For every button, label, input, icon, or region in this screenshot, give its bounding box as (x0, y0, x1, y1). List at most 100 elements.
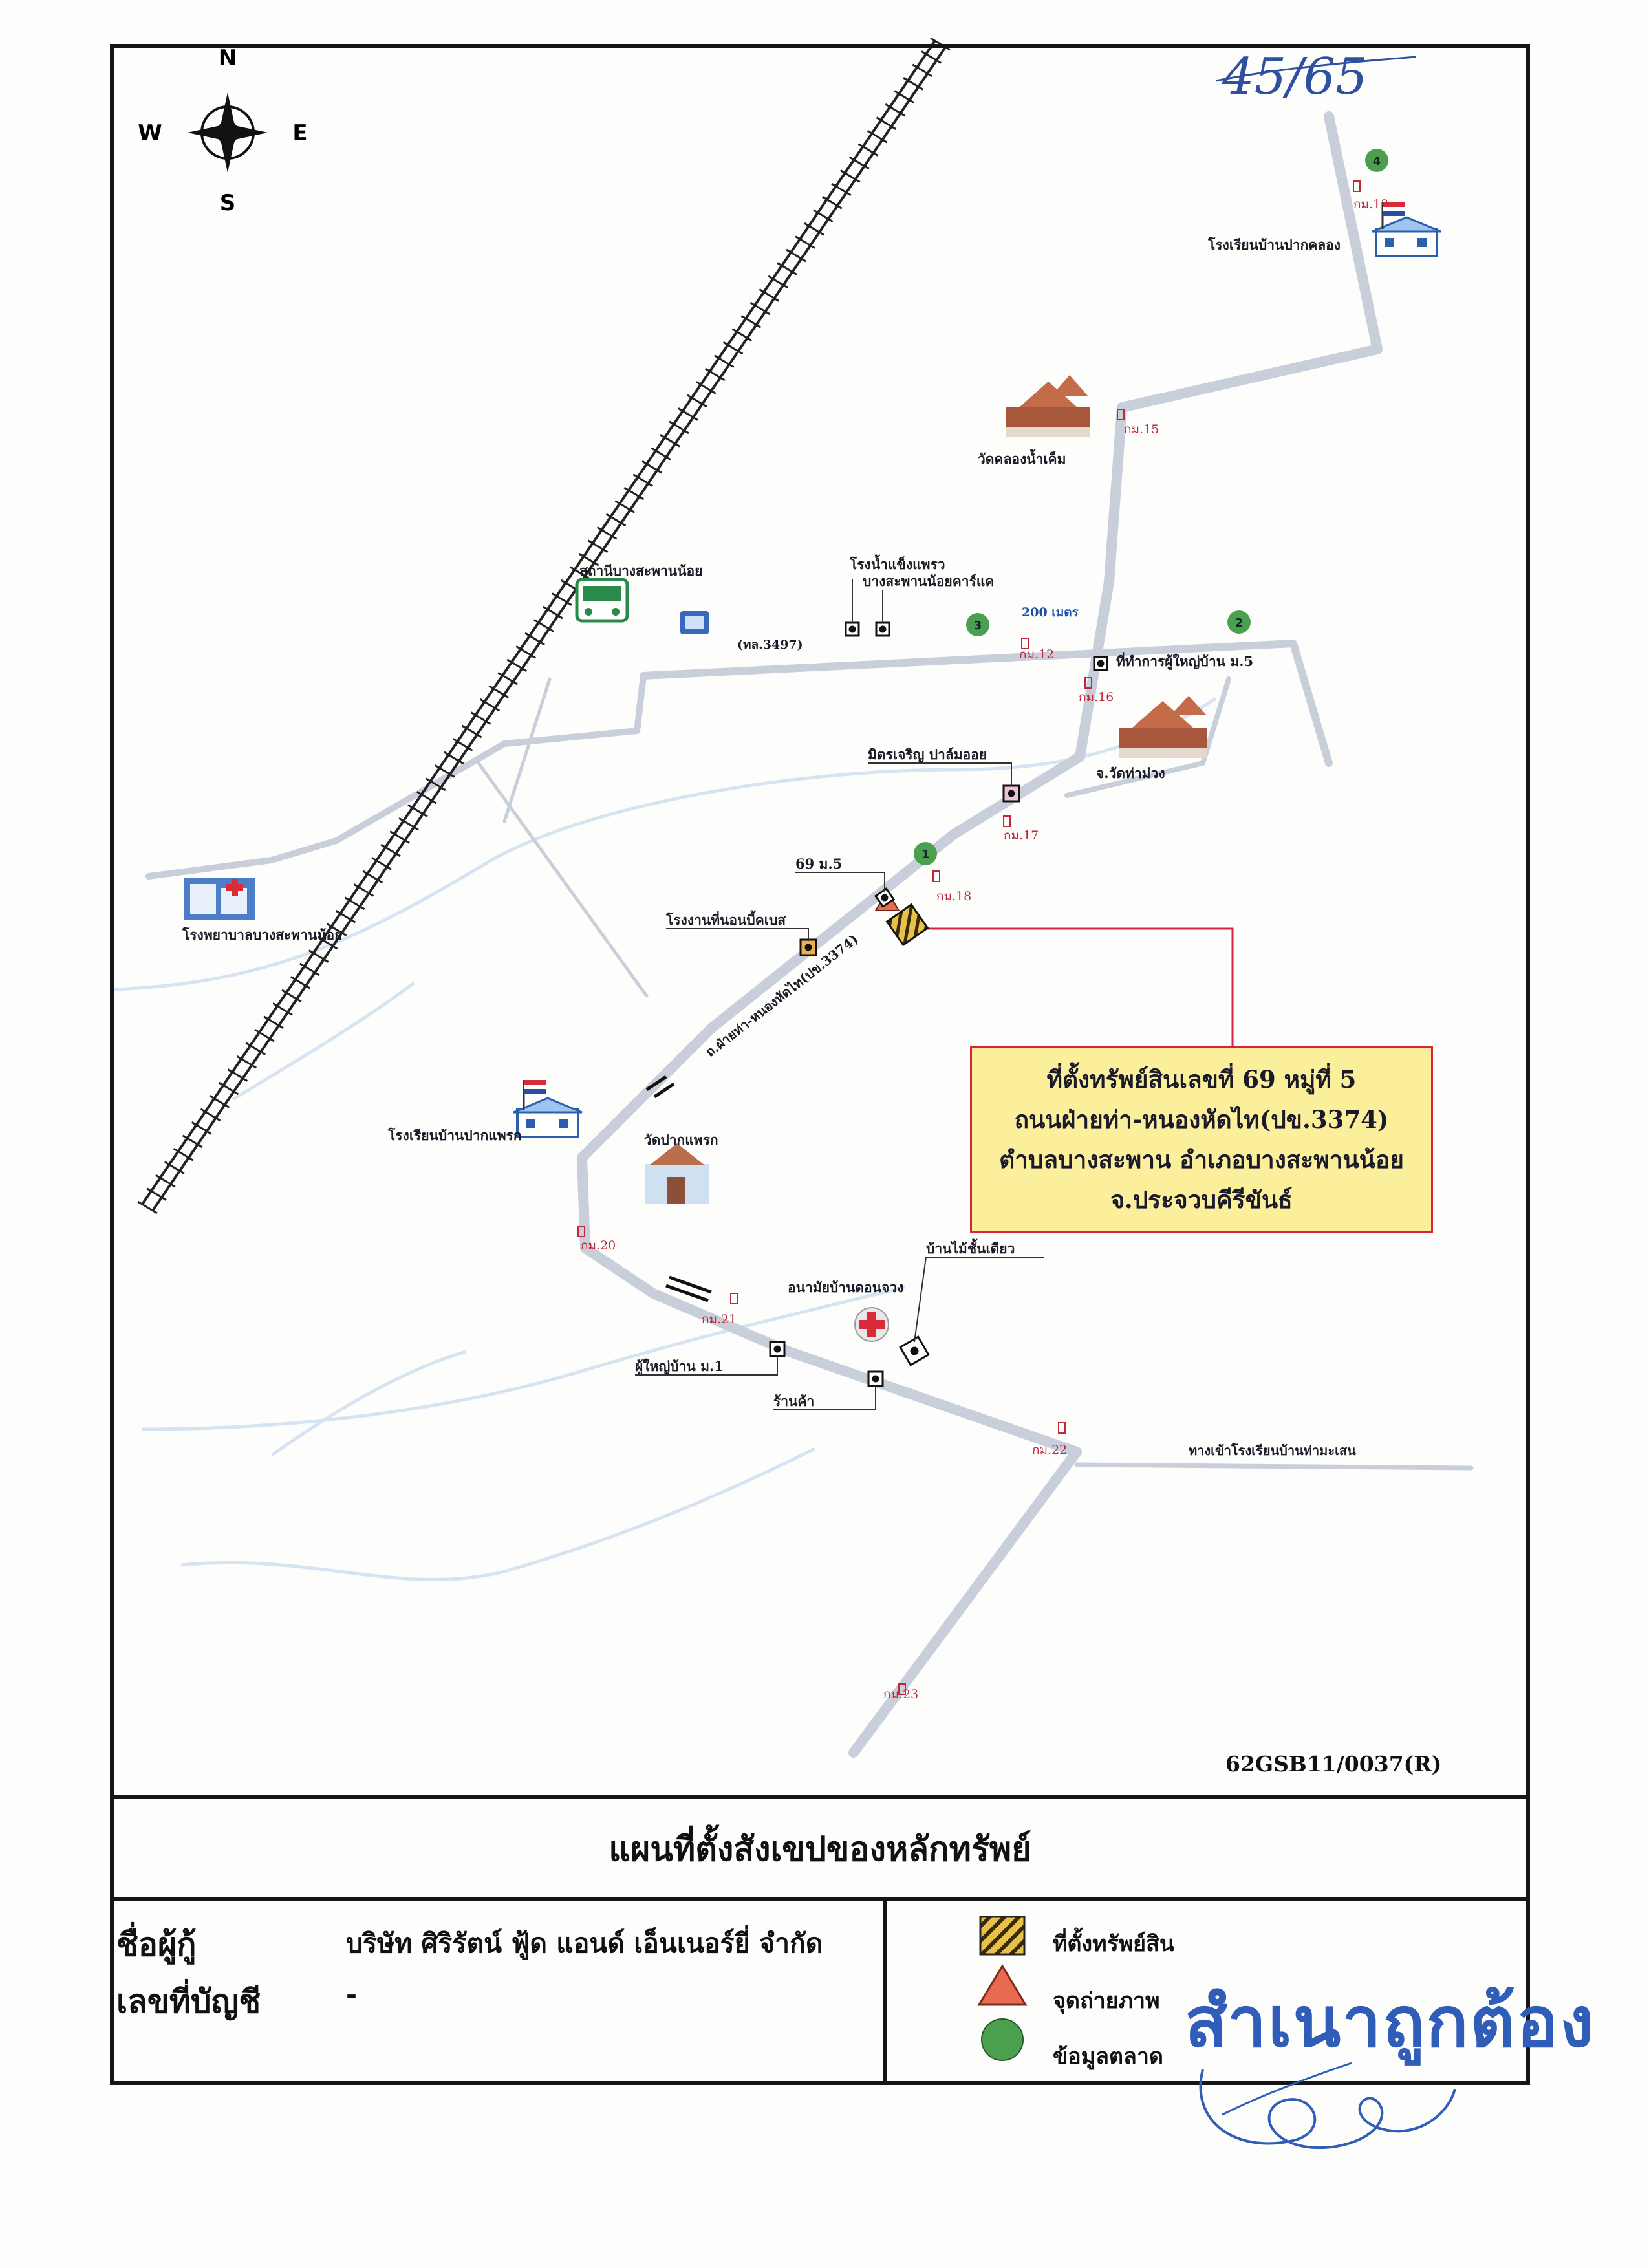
handwritten-reference: 45/65 (1222, 48, 1368, 106)
railway-tie (641, 460, 662, 474)
signature-scribble (1199, 2062, 1456, 2150)
label-mitjaroen: มิตรเจริญ ปาล์มออย (868, 746, 987, 763)
compass-e: E (292, 120, 307, 146)
railway-tie (822, 196, 843, 210)
railway-tie (552, 592, 572, 606)
compass-s: S (220, 190, 236, 216)
road-to-school (1074, 1462, 1474, 1471)
railway-tie (921, 50, 942, 64)
temple-icon (1119, 696, 1207, 758)
railway-tie (434, 764, 455, 778)
railway-tie (777, 262, 797, 275)
callout-line-3: ตำบลบางสะพาน อำเภอบางสะพานน้อย (999, 1145, 1404, 1174)
railway-tie (903, 77, 923, 91)
label-wat-paknamprak: วัดปากแพรก (644, 1132, 718, 1148)
market-marker-4 (1365, 149, 1388, 172)
railway-tie (543, 605, 563, 620)
railway-tie (596, 526, 618, 540)
hospital-icon (184, 878, 255, 920)
legend-market-label: ข้อมูลตลาด (1053, 2044, 1163, 2069)
road-3497-west (146, 673, 647, 880)
railway-tie (209, 1095, 230, 1108)
railway-tie (254, 1028, 275, 1042)
health-center-icon (854, 1307, 889, 1342)
label-school-paknamprak: โรงเรียนบ้านปากแพรก (387, 1127, 522, 1143)
railway-tie (200, 1108, 221, 1122)
label-leaders (635, 579, 1044, 1410)
account-label: เลขที่บัญชี (116, 1982, 261, 2020)
railway-tie (795, 235, 815, 249)
railway-tie (894, 90, 915, 104)
property-callout-box: ที่ตั้งทรัพย์สินเลขที่ 69 หมู่ที่ 5 ถนนฝ… (970, 1046, 1433, 1233)
railway-tie (479, 698, 501, 712)
label-hospital: โรงพยาบาลบางสะพานน้อย (182, 927, 342, 943)
map-frame (110, 44, 1530, 2085)
bridge-marks (645, 1075, 712, 1302)
market-marker-2-label: 2 (1235, 616, 1244, 630)
legend-photo-label: จุดถ่ายภาพ (1053, 1988, 1160, 2014)
railway-tie (912, 63, 932, 78)
km-label-22: กม.22 (1032, 1443, 1067, 1457)
railway-tie (839, 169, 861, 183)
railway-tie (146, 1187, 167, 1201)
road-side-2 (502, 677, 552, 823)
label-factory2: บางสะพานน้อยคาร์แค (863, 573, 994, 589)
railway-tie (263, 1015, 284, 1030)
label-school-paknlong: โรงเรียนบ้านปากคลอง (1207, 237, 1341, 253)
label-factory1: โรงน้ำแข็งแพรว (849, 554, 945, 572)
legend-property-label: ที่ตั้งทรัพย์สิน (1053, 1931, 1175, 1957)
railway-tie (740, 315, 762, 329)
market-marker-2 (1227, 610, 1251, 634)
railway-tie (371, 857, 392, 870)
road-3374 (577, 829, 1082, 1758)
railway-tie (272, 1002, 293, 1016)
railway-tie (353, 883, 374, 897)
railway-tie (506, 658, 527, 673)
borrower-value: บริษัท ศิริรัตน์ ฟู้ด แอนด์ เอ็นเนอร์ยี่… (346, 1928, 823, 1959)
railway-tie (416, 790, 437, 805)
railway-tie (786, 248, 806, 263)
label-village-head: ผู้ใหญ่บ้าน ม.1 (635, 1358, 724, 1376)
market-marker-3 (966, 613, 989, 636)
property-location-marker (885, 903, 929, 947)
railway-tie (759, 288, 780, 302)
compass-rose-icon: N S E W (138, 45, 307, 216)
bank-branch-icon (680, 611, 709, 634)
account-value: - (346, 1979, 358, 2010)
railway-tie (227, 1068, 248, 1082)
landmark-markers (769, 621, 1108, 1387)
label-to-school: ทางเข้าโรงเรียนบ้านท่ามะเสน (1189, 1443, 1356, 1458)
market-marker-1-label: 1 (921, 848, 930, 861)
station-icon (575, 578, 629, 623)
label-wat-branch: จ.วัดท่าม่วง (1096, 765, 1165, 781)
railway-tie (660, 434, 680, 448)
railway-tie (290, 976, 311, 989)
railway-tie (867, 129, 888, 144)
market-marker-1 (914, 842, 937, 865)
road-main-north (949, 111, 1383, 839)
label-bantmai: บ้านไม้ชั้นเดียว (926, 1238, 1015, 1257)
railway-tie (768, 275, 788, 289)
railway-tie (218, 1081, 239, 1096)
info-divider (883, 1901, 887, 2085)
temple-icon (645, 1143, 709, 1204)
legend-market-icon (981, 2018, 1024, 2061)
railway-tie (804, 222, 824, 236)
km-post-icon (1021, 638, 1029, 649)
km-label-20: กม.20 (581, 1238, 616, 1253)
market-marker-4-label: 4 (1373, 155, 1381, 168)
km-label-13: กม.13 (1353, 197, 1388, 211)
railway-tie (281, 989, 302, 1003)
railway-tie (578, 552, 599, 567)
label-wat-khlong: วัดคลองน้ำเค็ม (978, 449, 1066, 467)
handwritten-underline (1215, 56, 1417, 82)
km-post-icon (1117, 409, 1125, 420)
km-post-icon (577, 1226, 585, 1237)
railway-tie (651, 447, 671, 461)
railway-tie (857, 143, 879, 157)
railway-tie (696, 381, 717, 394)
km-post-icon (730, 1293, 738, 1304)
callout-leader-line (912, 927, 1234, 1046)
railway-tie (515, 645, 536, 659)
temple-icon (1006, 375, 1090, 437)
